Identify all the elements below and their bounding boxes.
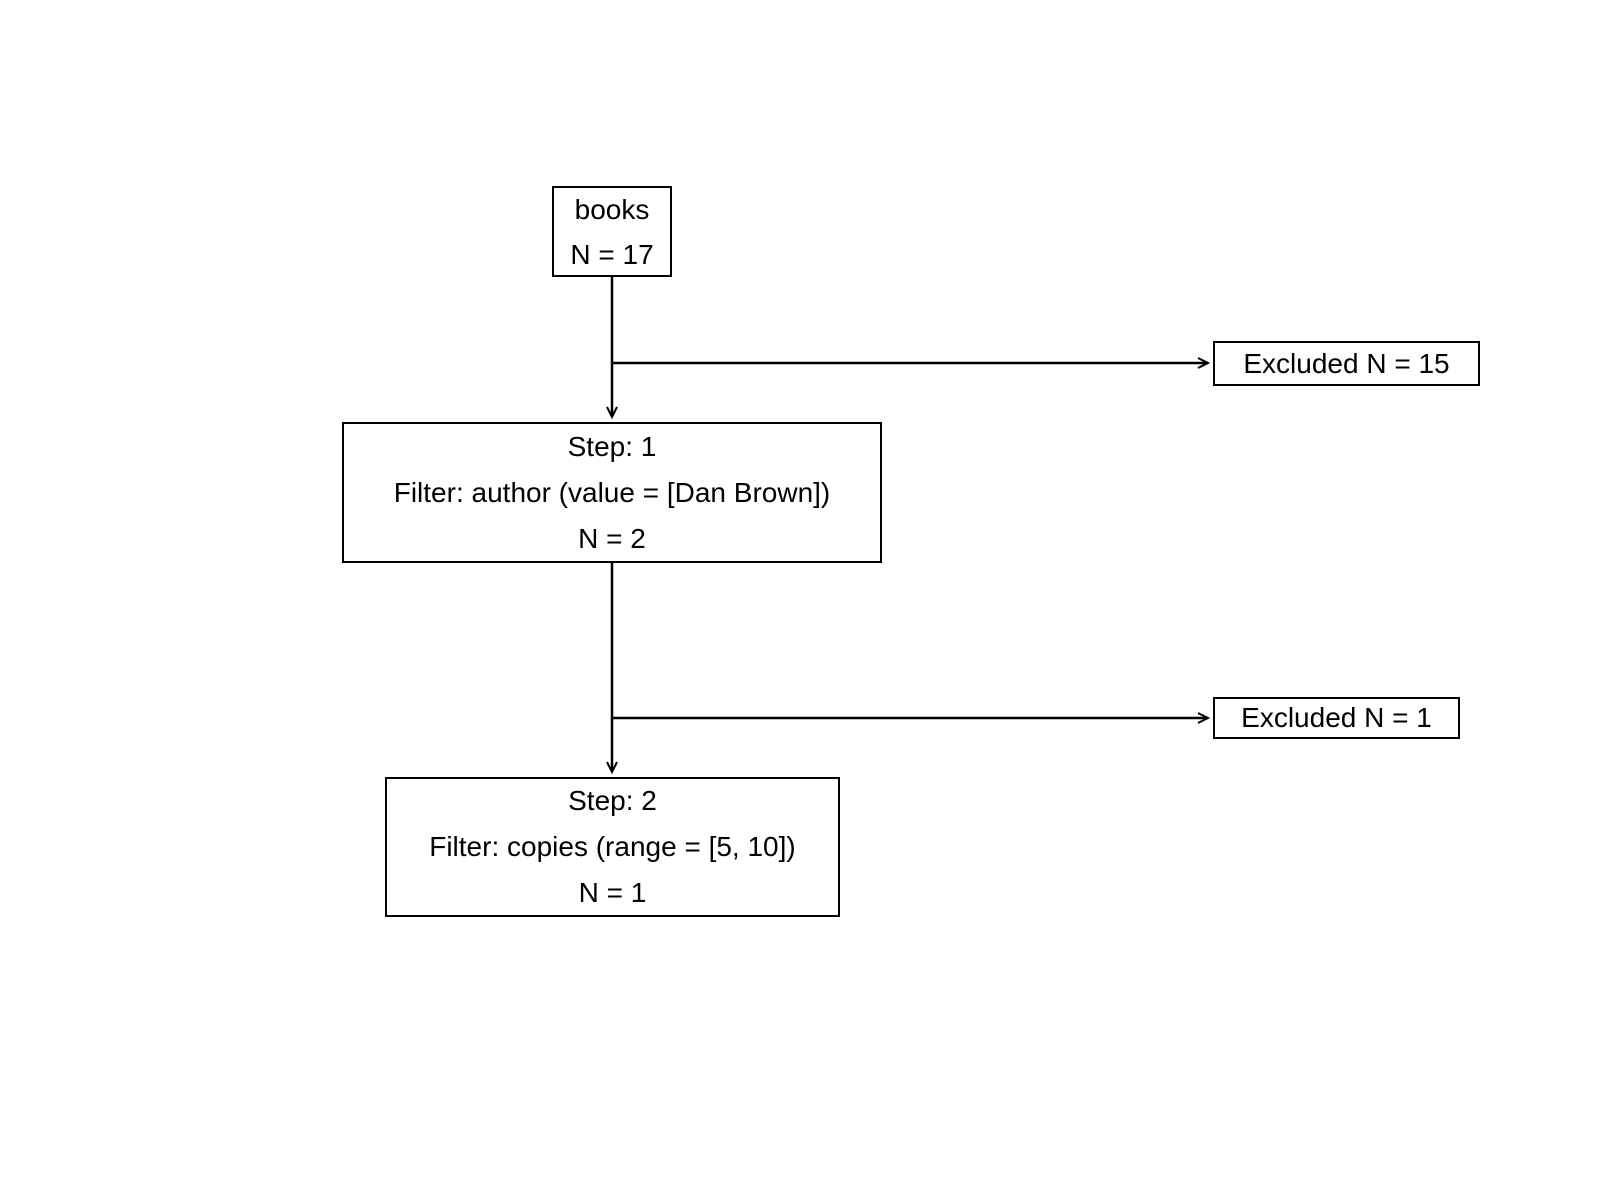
step-1-count: N = 2 xyxy=(578,522,646,554)
step-1-filter: Filter: author (value = [Dan Brown]) xyxy=(393,476,831,508)
node-step-2: Step: 2 Filter: copies (range = [5, 10])… xyxy=(385,777,840,917)
node-source-dataset: books N = 17 xyxy=(552,186,672,277)
step-2-title: Step: 2 xyxy=(568,785,657,816)
excluded-1-label: Excluded N = 15 xyxy=(1243,348,1450,379)
source-dataset-label: books xyxy=(574,193,650,225)
step-2-filter: Filter: copies (range = [5, 10]) xyxy=(429,831,796,862)
node-step-1: Step: 1 Filter: author (value = [Dan Bro… xyxy=(342,422,882,563)
node-excluded-1: Excluded N = 15 xyxy=(1213,341,1480,386)
source-dataset-count: N = 17 xyxy=(570,238,654,270)
step-2-count: N = 1 xyxy=(578,877,647,908)
step-1-title: Step: 1 xyxy=(567,430,657,462)
excluded-2-label: Excluded N = 1 xyxy=(1241,702,1432,733)
node-excluded-2: Excluded N = 1 xyxy=(1213,697,1460,739)
